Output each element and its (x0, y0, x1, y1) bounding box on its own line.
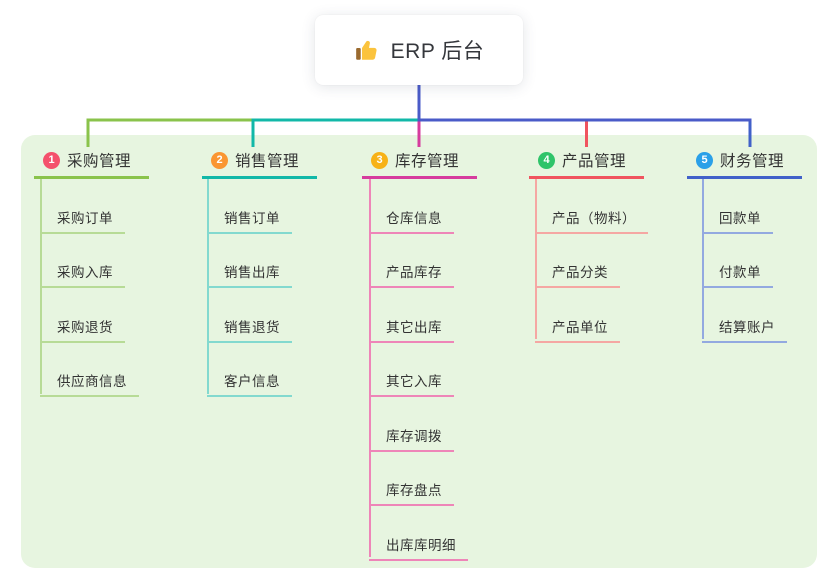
child-node[interactable]: 销售订单 (207, 179, 292, 234)
child-node-label: 销售订单 (224, 210, 280, 226)
child-node-label: 产品单位 (552, 319, 608, 335)
child-node-label: 客户信息 (224, 374, 280, 389)
branch-children: 回款单付款单结算账户 (702, 179, 787, 343)
child-node-label: 产品库存 (386, 265, 442, 280)
branch-children: 仓库信息产品库存其它出库其它入库库存调拨库存盘点出库库明细 (369, 179, 468, 561)
branch-children: 采购订单采购入库采购退货供应商信息 (40, 179, 139, 397)
branch-children: 产品（物料） 产品分类产品单位 (535, 179, 648, 343)
child-node[interactable]: 仓库信息 (369, 179, 454, 234)
branch-number-badge: 5 (696, 151, 713, 169)
child-node[interactable]: 付款单 (702, 234, 773, 288)
child-node[interactable]: 采购订单 (40, 179, 125, 234)
branch-number-badge: 2 (211, 151, 228, 169)
branch-node-label: 库存管理 (395, 153, 460, 170)
branch-node[interactable]: 1 采购管理 (34, 144, 150, 179)
child-node[interactable]: 结算账户 (702, 288, 787, 343)
child-node-label: 采购退货 (57, 319, 113, 335)
child-node[interactable]: 其它入库 (369, 343, 454, 397)
thumbs-up-icon (354, 37, 380, 63)
child-node[interactable]: 其它出库 (369, 288, 454, 343)
branch-number-badge: 4 (538, 151, 555, 169)
branch-children-connector (535, 179, 537, 339)
branch-node-label: 财务管理 (720, 153, 785, 170)
child-node[interactable]: 产品库存 (369, 234, 454, 288)
branch-children-connector (207, 179, 209, 394)
branch-column: 4 产品管理产品（物料） 产品分类产品单位 (529, 144, 648, 343)
child-node[interactable]: 销售出库 (207, 234, 292, 288)
child-node-label: 采购订单 (57, 210, 113, 226)
child-node[interactable]: 产品（物料） (535, 179, 648, 234)
branch-node[interactable]: 4 产品管理 (529, 144, 645, 179)
child-node-label: 采购入库 (57, 265, 113, 280)
branch-node-label: 销售管理 (235, 153, 300, 170)
child-node-label: 销售出库 (224, 265, 280, 280)
branch-column: 5 财务管理回款单付款单结算账户 (687, 144, 803, 343)
child-node[interactable]: 采购入库 (40, 234, 125, 288)
child-node-label: 库存调拨 (386, 428, 442, 444)
child-node-label: 其它出库 (386, 319, 442, 335)
child-node-label: 付款单 (719, 265, 761, 280)
child-node-label: 供应商信息 (57, 374, 127, 389)
root-node[interactable]: ERP 后台 (315, 15, 523, 85)
branch-column: 1 采购管理采购订单采购入库采购退货供应商信息 (34, 144, 150, 397)
branch-children: 销售订单销售出库销售退货客户信息 (207, 179, 292, 397)
child-node[interactable]: 产品分类 (535, 234, 620, 288)
child-node-label: 其它入库 (386, 374, 442, 389)
child-node[interactable]: 库存调拨 (369, 397, 454, 452)
child-node-label: 结算账户 (719, 319, 775, 335)
branch-node[interactable]: 5 财务管理 (687, 144, 803, 179)
child-node[interactable]: 产品单位 (535, 288, 620, 343)
child-node[interactable]: 库存盘点 (369, 452, 454, 506)
child-node-label: 仓库信息 (386, 210, 442, 226)
child-node[interactable]: 出库库明细 (369, 506, 468, 561)
child-node-label: 出库库明细 (386, 537, 456, 553)
child-node[interactable]: 回款单 (702, 179, 773, 234)
branch-children-connector (702, 179, 704, 339)
child-node-label: 产品（物料） (552, 210, 636, 226)
child-node[interactable]: 销售退货 (207, 288, 292, 343)
branch-node[interactable]: 3 库存管理 (362, 144, 478, 179)
child-node-label: 回款单 (719, 210, 761, 226)
child-node[interactable]: 客户信息 (207, 343, 292, 397)
branch-number-badge: 3 (371, 151, 388, 169)
branch-column: 3 库存管理仓库信息产品库存其它出库其它入库库存调拨库存盘点出库库明细 (362, 144, 478, 561)
child-node-label: 销售退货 (224, 319, 280, 335)
branch-node[interactable]: 2 销售管理 (202, 144, 318, 179)
mindmap-panel (21, 135, 817, 568)
child-node-label: 产品分类 (552, 265, 608, 280)
branch-children-connector (369, 179, 371, 557)
branch-node-label: 采购管理 (67, 153, 132, 170)
root-node-label: ERP 后台 (390, 40, 485, 63)
branch-children-connector (40, 179, 42, 394)
child-node[interactable]: 采购退货 (40, 288, 125, 343)
branch-number-badge: 1 (43, 151, 60, 169)
child-node-label: 库存盘点 (386, 483, 442, 498)
branch-column: 2 销售管理销售订单销售出库销售退货客户信息 (202, 144, 318, 397)
branch-node-label: 产品管理 (562, 153, 627, 170)
child-node[interactable]: 供应商信息 (40, 343, 139, 397)
